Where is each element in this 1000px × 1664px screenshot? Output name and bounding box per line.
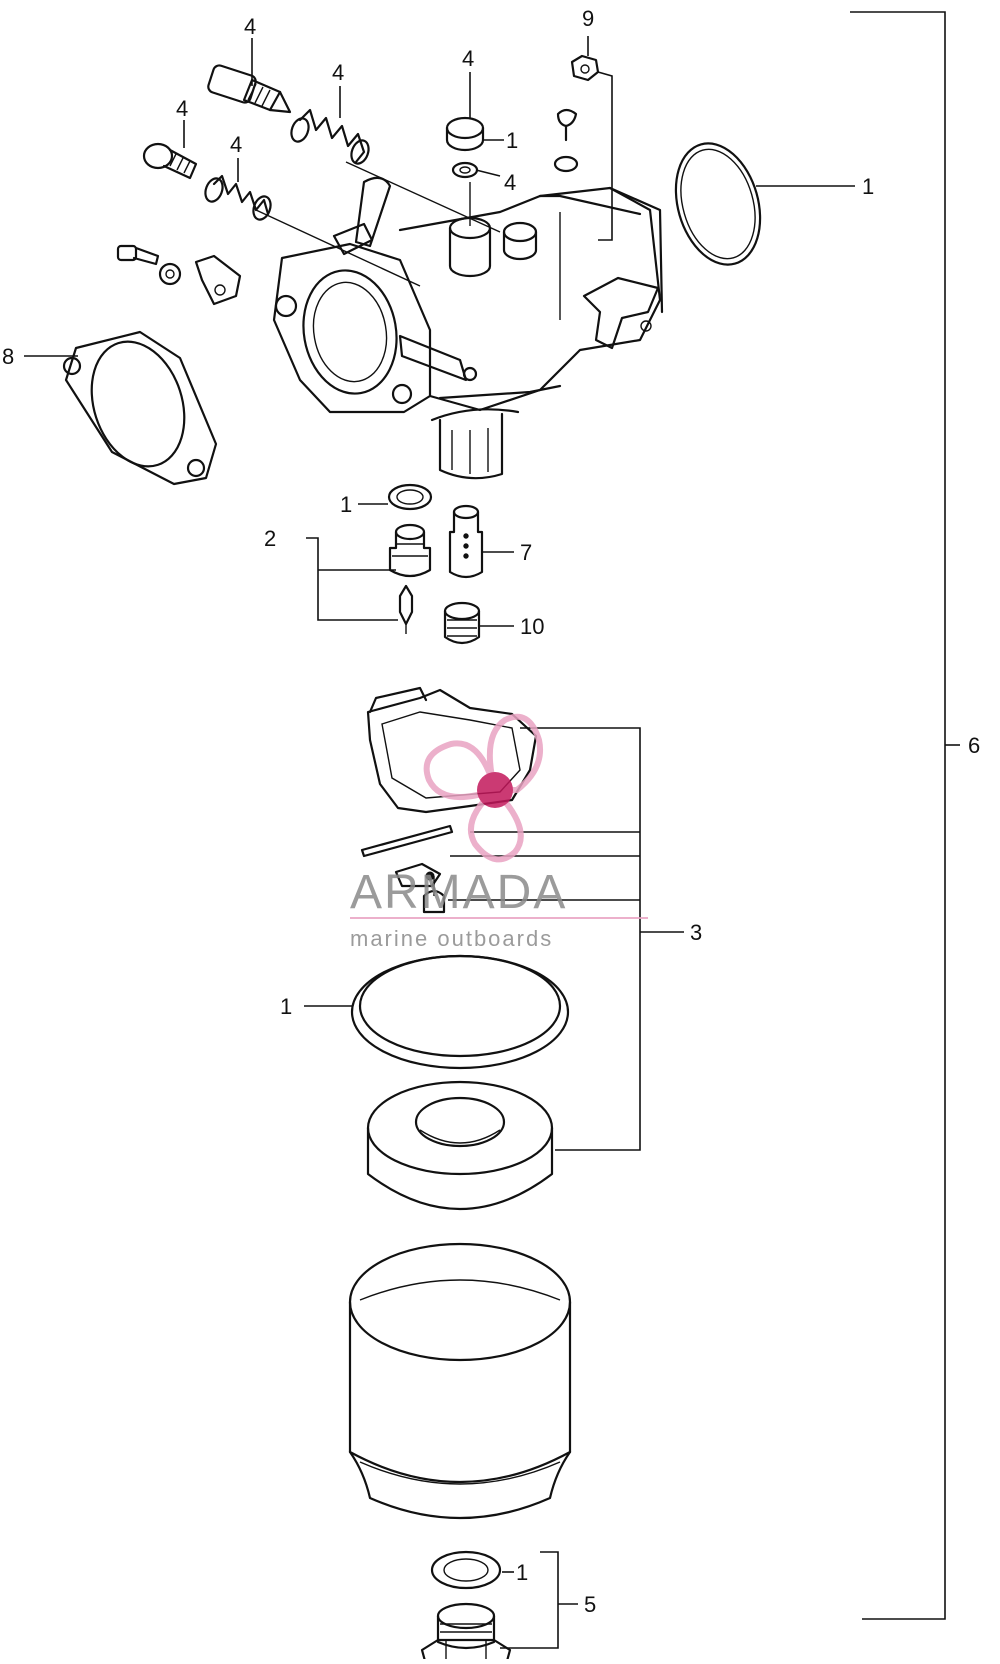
callout-4a: 4 xyxy=(244,14,256,39)
spring-lower xyxy=(204,174,272,221)
callout-9: 9 xyxy=(582,6,594,31)
float-needle-parts xyxy=(387,483,433,634)
watermark-brand: ARMADA xyxy=(350,866,567,919)
callout-1-gasket-right: 1 xyxy=(862,174,874,199)
idle-screw xyxy=(142,142,198,180)
gasket-round-right xyxy=(674,142,762,266)
drain-plug xyxy=(443,601,481,645)
bowl-drain-bolt xyxy=(420,1602,512,1664)
bowl-washer xyxy=(430,1550,502,1590)
screw-and-clip xyxy=(116,244,242,306)
callout-1-washer: 1 xyxy=(340,492,352,517)
callout-4f: 4 xyxy=(504,170,516,195)
hex-nut xyxy=(553,54,600,173)
top-cap xyxy=(445,116,485,179)
flange-gasket xyxy=(62,330,218,486)
watermark-tagline: marine outboards xyxy=(350,926,553,951)
float-bowl xyxy=(348,1242,572,1520)
leader-lines xyxy=(24,36,855,1649)
callout-4c: 4 xyxy=(176,96,188,121)
armada-watermark: ARMADA marine outboards xyxy=(350,713,648,951)
assembly-6-bracket xyxy=(850,11,960,1620)
propeller-logo xyxy=(423,713,543,863)
callout-6: 6 xyxy=(968,733,980,758)
float-clip-and-screw xyxy=(394,862,446,914)
float-pin xyxy=(360,824,454,858)
float xyxy=(366,1080,554,1210)
callout-1-top: 1 xyxy=(506,128,518,153)
callout-labels: 4 4 4 4 4 4 9 1 1 8 1 2 7 10 6 3 1 1 5 xyxy=(2,6,980,1617)
callout-1-oring: 1 xyxy=(280,994,292,1019)
spring-upper xyxy=(290,108,370,165)
carburetor-body xyxy=(255,161,664,480)
callout-3: 3 xyxy=(690,920,702,945)
callout-2: 2 xyxy=(264,526,276,551)
callout-1-bottom: 1 xyxy=(516,1560,528,1585)
callout-4d: 4 xyxy=(230,132,242,157)
callout-7: 7 xyxy=(520,540,532,565)
callout-8: 8 xyxy=(2,344,14,369)
main-jet xyxy=(448,504,484,579)
callout-4e: 4 xyxy=(462,46,474,71)
callout-5: 5 xyxy=(584,1592,596,1617)
bowl-o-ring xyxy=(350,954,570,1070)
callout-10: 10 xyxy=(520,614,544,639)
callout-4b: 4 xyxy=(332,60,344,85)
mixture-screw-long xyxy=(207,64,292,114)
